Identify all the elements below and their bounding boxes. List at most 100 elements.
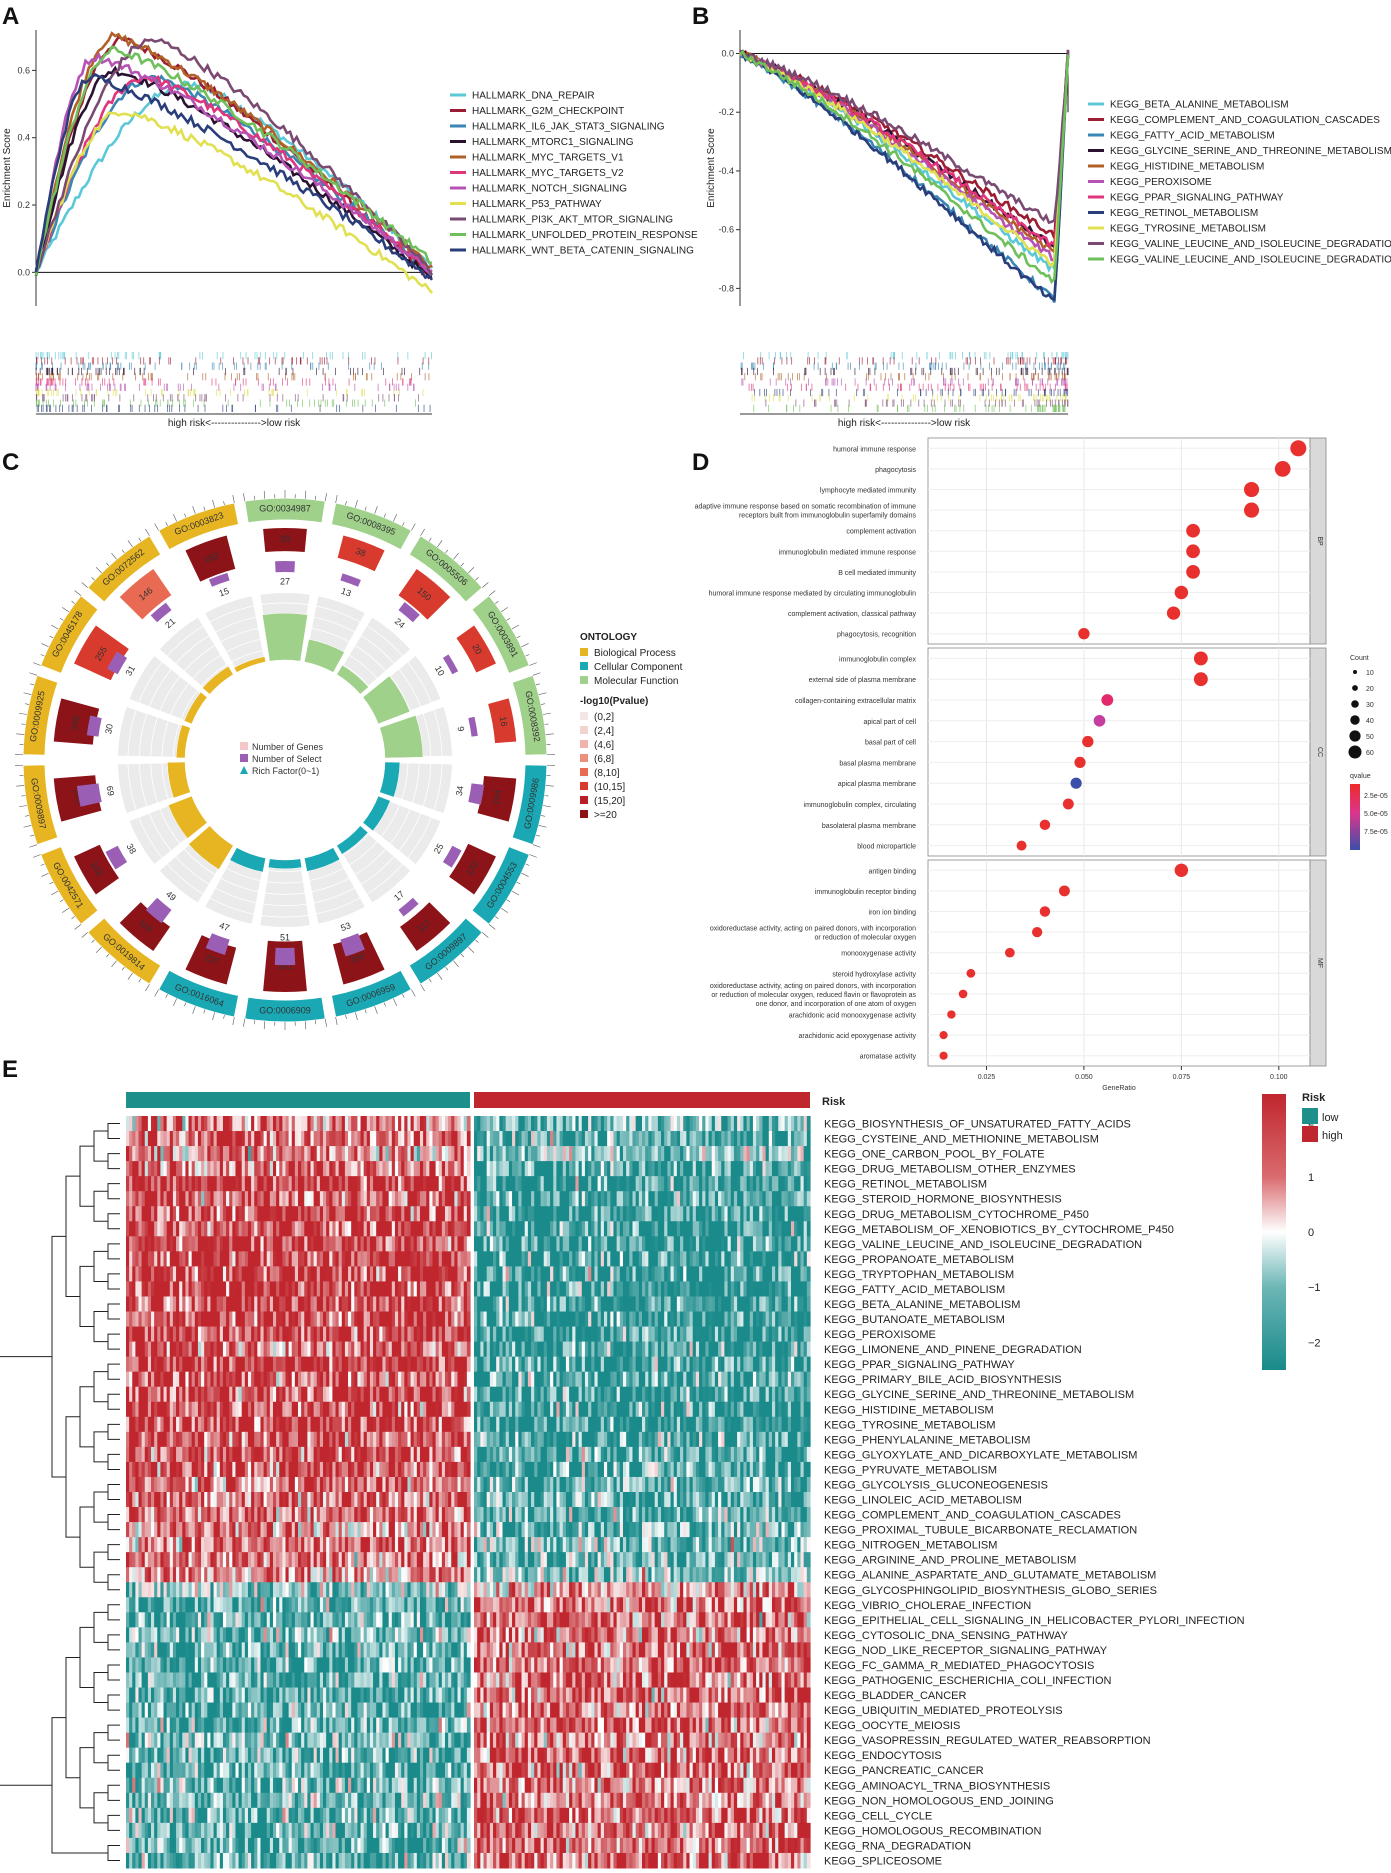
ring-tick — [529, 662, 537, 666]
term-id-label: GO:0006909 — [259, 1005, 311, 1015]
x-tick-label: 0.025 — [978, 1074, 996, 1081]
y-axis-label: Enrichment Score — [2, 128, 13, 208]
term-label: humoral immune response mediated by circ… — [709, 591, 916, 598]
select-bar — [145, 897, 172, 924]
term-dot — [1274, 461, 1291, 477]
ring-tick — [49, 881, 54, 885]
ring-tick — [203, 1009, 206, 1014]
ring-tick — [538, 824, 547, 828]
pvalue-label: (15,20] — [594, 796, 625, 807]
term-label: arachidonic acid epoxygenase activity — [798, 1033, 916, 1040]
es-line — [739, 50, 1070, 249]
select-bar — [275, 561, 295, 573]
rich-grid — [433, 763, 443, 811]
inner-legend-swatch — [240, 742, 248, 750]
term-label: iron ion binding — [869, 910, 917, 917]
es-line — [739, 49, 1070, 269]
pvalue-swatch — [580, 754, 588, 762]
select-bar — [398, 897, 419, 917]
term-label: antigen binding — [869, 868, 917, 875]
ring-tick — [402, 994, 405, 998]
rich-grid — [380, 804, 401, 838]
ring-tick — [364, 1009, 367, 1014]
y-tick-label: -0.2 — [718, 107, 734, 117]
legend-label: KEGG_VALINE_LEUCINE_AND_ISOLEUCINE_DEGRA… — [1110, 255, 1391, 266]
qvalue-tick-label: 7.5e-05 — [1364, 829, 1388, 836]
x-tick-label: 0.100 — [1270, 1074, 1288, 1081]
legend-label: HALLMARK_P53_PATHWAY — [472, 199, 602, 210]
ring-tick — [243, 1018, 245, 1027]
es-line — [34, 72, 434, 281]
heat-cell — [466, 1296, 471, 1313]
panel-c-go-circle: GO:00349873927GO:00083953813GO:000550615… — [15, 490, 683, 1030]
gene-count-bar — [263, 528, 307, 553]
term-ring-segment — [408, 535, 484, 603]
ring-tick — [74, 590, 82, 596]
term-label: phagocytosis — [875, 467, 916, 474]
rich-grid — [264, 892, 306, 895]
select-bar — [274, 947, 296, 966]
legend-label: HALLMARK_UNFOLDED_PROTEIN_RESPONSE — [472, 230, 698, 241]
pvalue-label: (2,4] — [594, 726, 614, 737]
pvalue-label: (0,2] — [594, 712, 614, 723]
rich-grid — [172, 723, 180, 758]
inner-legend-label: Number of Select — [252, 754, 322, 764]
annotation-label: Risk — [822, 1096, 846, 1108]
ring-tick — [23, 824, 32, 828]
row-label: KEGG_PROPANOATE_METABOLISM — [824, 1254, 1014, 1266]
rich-grid — [159, 675, 181, 712]
term-label: receptors built from immunoglobulin supe… — [739, 513, 917, 520]
count-legend-dot — [1351, 700, 1359, 708]
heat-cell — [806, 1221, 811, 1237]
heat-cell — [466, 1161, 471, 1177]
select-label: 24 — [393, 616, 407, 630]
term-dot — [1186, 523, 1200, 538]
legend-label: KEGG_RETINOL_METABOLISM — [1110, 208, 1258, 219]
select-label: 47 — [218, 920, 231, 933]
term-ring-segment — [330, 502, 413, 551]
ring-tick — [325, 493, 327, 502]
legend-label: KEGG_COMPLEMENT_AND_COAGULATION_CASCADES — [1110, 115, 1380, 126]
x-axis-label: high risk<--------------->low risk — [838, 418, 971, 429]
ring-tick — [411, 989, 416, 997]
heat-cell — [806, 1176, 811, 1192]
count-legend-dot — [1352, 685, 1358, 691]
ring-tick — [62, 607, 70, 613]
gene-count-bar — [337, 535, 385, 572]
gene-count-bar — [488, 698, 517, 744]
heat-cell — [466, 1131, 471, 1147]
ring-tick — [521, 872, 529, 877]
term-dot — [1290, 440, 1307, 457]
heat-cell — [466, 1206, 471, 1222]
count-legend-label: 10 — [1366, 670, 1374, 677]
select-label: 17 — [392, 889, 406, 903]
x-tick-label: 0.050 — [1075, 1074, 1093, 1081]
ring-tick — [500, 607, 508, 613]
term-label: immunoglobulin receptor binding — [815, 889, 916, 896]
ring-tick — [545, 785, 554, 787]
heat-cell — [466, 1311, 471, 1328]
legend-label: KEGG_BETA_ALANINE_METABOLISM — [1110, 100, 1289, 111]
rich-grid — [310, 627, 351, 643]
ring-tick — [420, 984, 425, 992]
ring-tick — [355, 1012, 358, 1021]
row-label: KEGG_FATTY_ACID_METABOLISM — [824, 1284, 1005, 1296]
term-label: B cell mediated immunity — [838, 570, 916, 577]
rich-factor-bar — [336, 825, 369, 855]
panel-letter-a: A — [2, 3, 19, 30]
es-line — [739, 49, 1070, 225]
term-id-label: GO:0034987 — [259, 503, 311, 513]
ring-tick — [106, 953, 110, 958]
ring-tick — [325, 1018, 327, 1027]
ring-tick — [393, 998, 397, 1006]
legend-label: KEGG_VALINE_LEUCINE_AND_ISOLEUCINE_DEGRA… — [1110, 239, 1391, 250]
pvalue-swatch — [580, 782, 588, 790]
es-line — [34, 51, 433, 275]
count-legend-dot — [1353, 670, 1357, 674]
ring-tick — [437, 972, 443, 980]
inner-legend-label: Number of Genes — [252, 742, 324, 752]
gene-count-bar — [477, 775, 517, 822]
ring-tick — [263, 1021, 266, 1030]
ring-tick — [30, 834, 35, 837]
select-bar — [468, 716, 478, 737]
